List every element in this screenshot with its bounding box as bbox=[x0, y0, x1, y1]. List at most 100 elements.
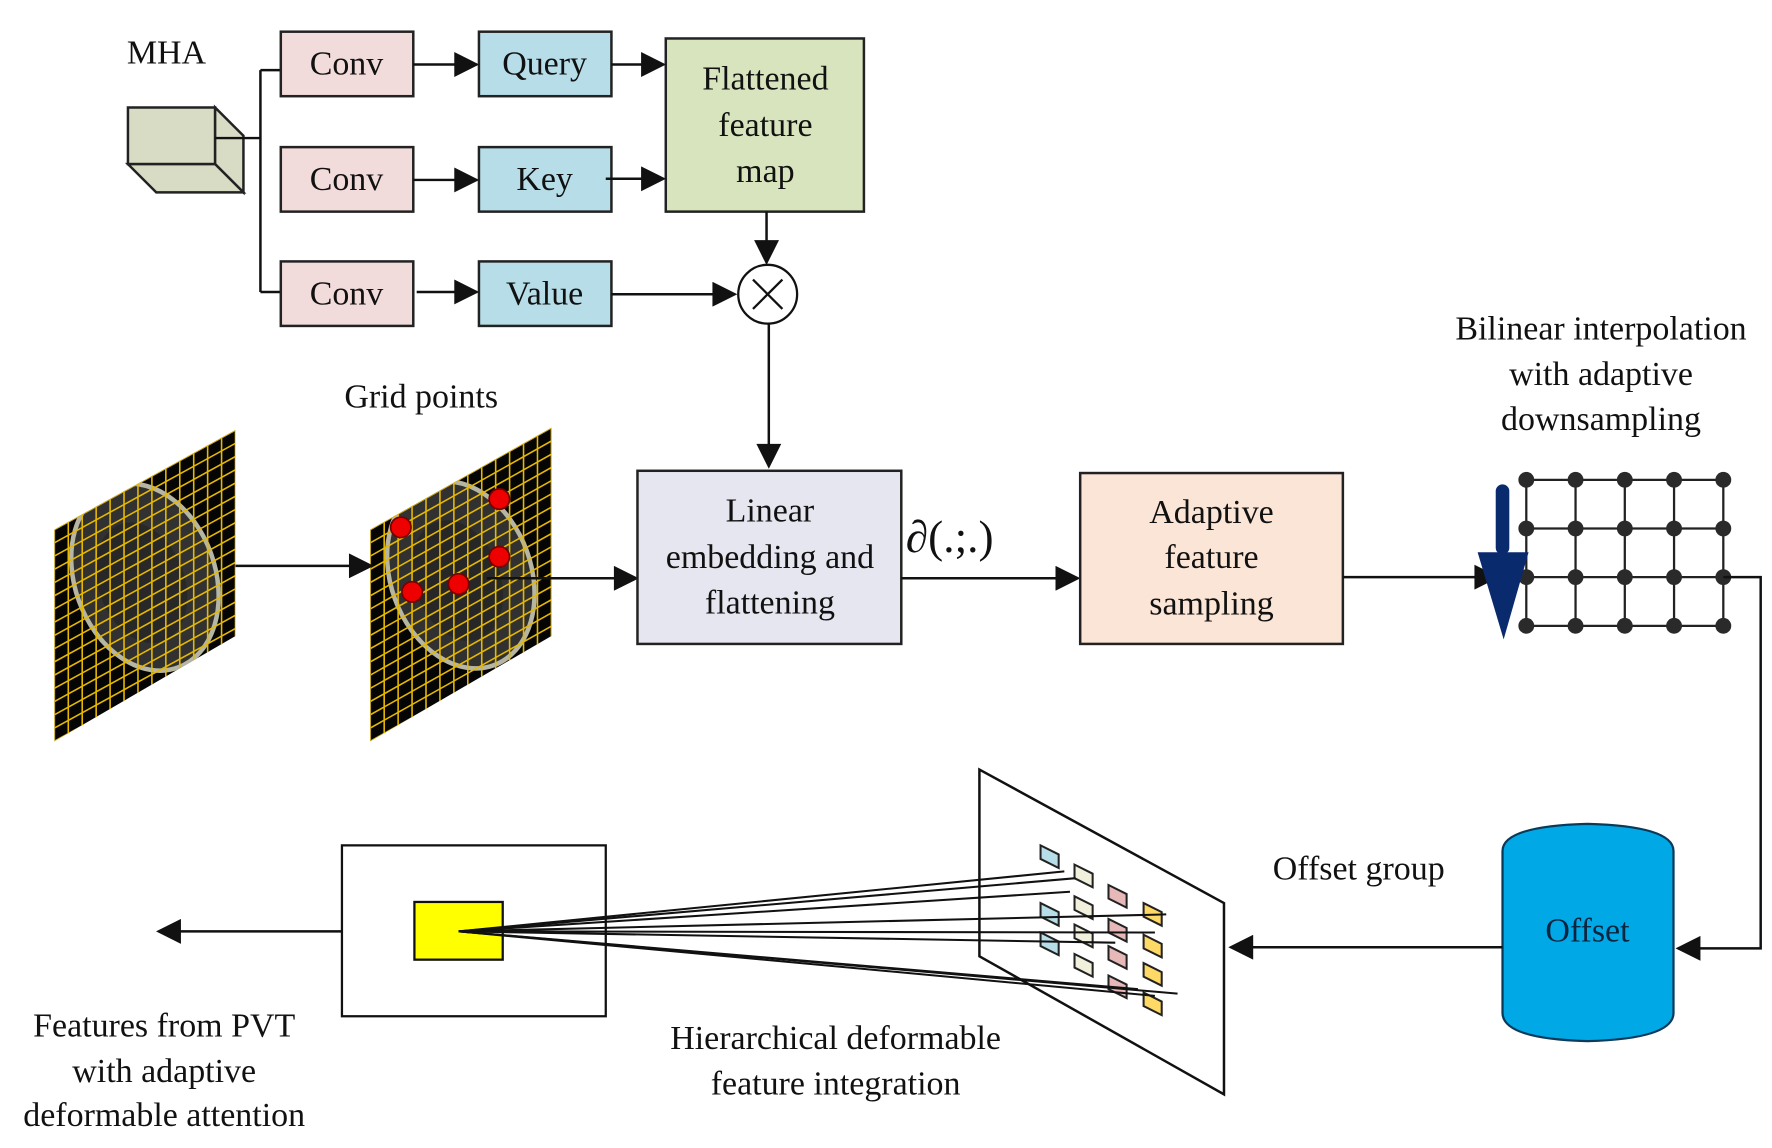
multiply-operator-icon bbox=[737, 263, 799, 325]
grid-line bbox=[54, 442, 236, 544]
sampling-node bbox=[1666, 471, 1682, 488]
grid-line bbox=[370, 559, 552, 663]
grid-line bbox=[370, 506, 552, 610]
bilinear-label-line1: Bilinear interpolation bbox=[1455, 311, 1746, 348]
offset-patch bbox=[1107, 917, 1128, 944]
features-label-line1: Features from PVT bbox=[33, 1008, 295, 1045]
grid-line bbox=[370, 466, 552, 570]
offset-patch bbox=[1107, 944, 1128, 971]
sampling-node bbox=[1666, 617, 1682, 634]
svg-text:Conv: Conv bbox=[310, 161, 384, 198]
svg-text:flattening: flattening bbox=[705, 584, 835, 621]
svg-text:Key: Key bbox=[516, 161, 573, 198]
offset-patch bbox=[1039, 901, 1060, 928]
svg-text:Linear: Linear bbox=[726, 493, 815, 530]
branch-connector bbox=[215, 68, 284, 294]
grid-line bbox=[54, 469, 236, 571]
sampling-dot-grid bbox=[1518, 471, 1732, 634]
sampling-node bbox=[1666, 569, 1682, 586]
attention-fan-lines bbox=[458, 870, 1178, 997]
offset-patch bbox=[1073, 862, 1094, 889]
fan-line bbox=[458, 913, 1167, 933]
query-box[interactable]: Query bbox=[477, 30, 613, 98]
sampling-node bbox=[1518, 617, 1535, 634]
grid-line bbox=[54, 614, 236, 716]
sampling-node bbox=[1616, 471, 1633, 488]
bilinear-label-line2: with adaptive bbox=[1509, 356, 1693, 393]
svg-text:feature: feature bbox=[1164, 539, 1258, 576]
svg-text:feature: feature bbox=[718, 107, 812, 144]
grid-line bbox=[54, 430, 236, 531]
grid-line bbox=[54, 508, 236, 610]
svg-text:Adaptive: Adaptive bbox=[1149, 494, 1273, 531]
sampling-node bbox=[1715, 471, 1732, 488]
grid-line bbox=[370, 453, 552, 557]
sampling-node bbox=[1715, 617, 1732, 634]
fan-line bbox=[458, 890, 1071, 933]
sampling-node bbox=[1666, 520, 1682, 537]
offset-patch bbox=[1107, 883, 1128, 910]
svg-text:embedding and: embedding and bbox=[666, 539, 874, 576]
flattened-feature-map-box[interactable]: Flattened feature map bbox=[664, 37, 866, 213]
sampling-node bbox=[1616, 569, 1633, 586]
partial-operator-label: ∂(.;.) bbox=[906, 512, 994, 562]
conv-box-key[interactable]: Conv bbox=[279, 145, 415, 213]
hierarchical-label-line2: feature integration bbox=[711, 1065, 961, 1102]
grid-line bbox=[370, 479, 552, 584]
hierarchical-label-line1: Hierarchical deformable bbox=[670, 1020, 1001, 1057]
sampling-node bbox=[1518, 471, 1535, 488]
key-box[interactable]: Key bbox=[477, 145, 613, 213]
grid-line bbox=[54, 521, 236, 623]
grid-line bbox=[370, 427, 552, 531]
grid-line bbox=[54, 601, 236, 703]
sampling-node bbox=[1567, 569, 1584, 586]
grid-line bbox=[54, 561, 236, 663]
features-label-line2: with adaptive bbox=[72, 1053, 256, 1090]
offset-patch bbox=[1142, 933, 1163, 960]
svg-text:Conv: Conv bbox=[310, 275, 384, 312]
sampling-node bbox=[1715, 520, 1732, 537]
features-label-line3: deformable attention bbox=[23, 1097, 305, 1134]
grid-line bbox=[54, 482, 236, 584]
grid-line bbox=[54, 535, 236, 637]
grid-line bbox=[54, 548, 236, 650]
sampling-node bbox=[1616, 520, 1633, 537]
fan-line bbox=[458, 870, 1065, 933]
fan-line bbox=[458, 930, 1139, 991]
svg-text:Offset: Offset bbox=[1545, 913, 1630, 950]
sampling-node bbox=[1567, 617, 1584, 634]
grid-line bbox=[54, 455, 236, 557]
linear-embedding-box[interactable]: Linear embedding and flattening bbox=[636, 469, 903, 646]
sampling-node bbox=[1567, 520, 1584, 537]
grid-point bbox=[488, 488, 511, 511]
grid-line bbox=[54, 627, 236, 729]
adaptive-feature-sampling-box[interactable]: Adaptive feature sampling bbox=[1078, 471, 1345, 646]
svg-text:Flattened: Flattened bbox=[702, 60, 828, 97]
svg-text:Query: Query bbox=[502, 46, 587, 83]
grid-line bbox=[370, 612, 552, 716]
svg-text:Conv: Conv bbox=[310, 46, 384, 83]
offset-patch bbox=[1039, 843, 1060, 870]
conv-box-value[interactable]: Conv bbox=[279, 260, 415, 328]
input-tensor-cube-icon bbox=[124, 104, 247, 196]
value-box[interactable]: Value bbox=[477, 260, 613, 328]
conv-box-query[interactable]: Conv bbox=[279, 30, 415, 98]
fan-line bbox=[458, 930, 1155, 934]
grid-line bbox=[370, 625, 552, 729]
downsampling-arrow-icon bbox=[1477, 484, 1529, 640]
grid-point bbox=[447, 572, 470, 595]
grid-line bbox=[370, 493, 552, 597]
sampling-node bbox=[1567, 471, 1584, 488]
offset-group-label: Offset group bbox=[1273, 850, 1445, 887]
offset-patch bbox=[1073, 894, 1094, 921]
mri-grid-image-input bbox=[54, 430, 236, 742]
grid-line bbox=[54, 588, 236, 690]
grid-line bbox=[370, 585, 552, 690]
grid-points-label: Grid points bbox=[344, 378, 498, 415]
offset-patch bbox=[1142, 990, 1163, 1017]
grid-line bbox=[370, 599, 552, 703]
grid-point bbox=[401, 580, 424, 603]
fan-line bbox=[458, 877, 1076, 933]
offset-cylinder[interactable]: Offset bbox=[1501, 822, 1675, 1043]
